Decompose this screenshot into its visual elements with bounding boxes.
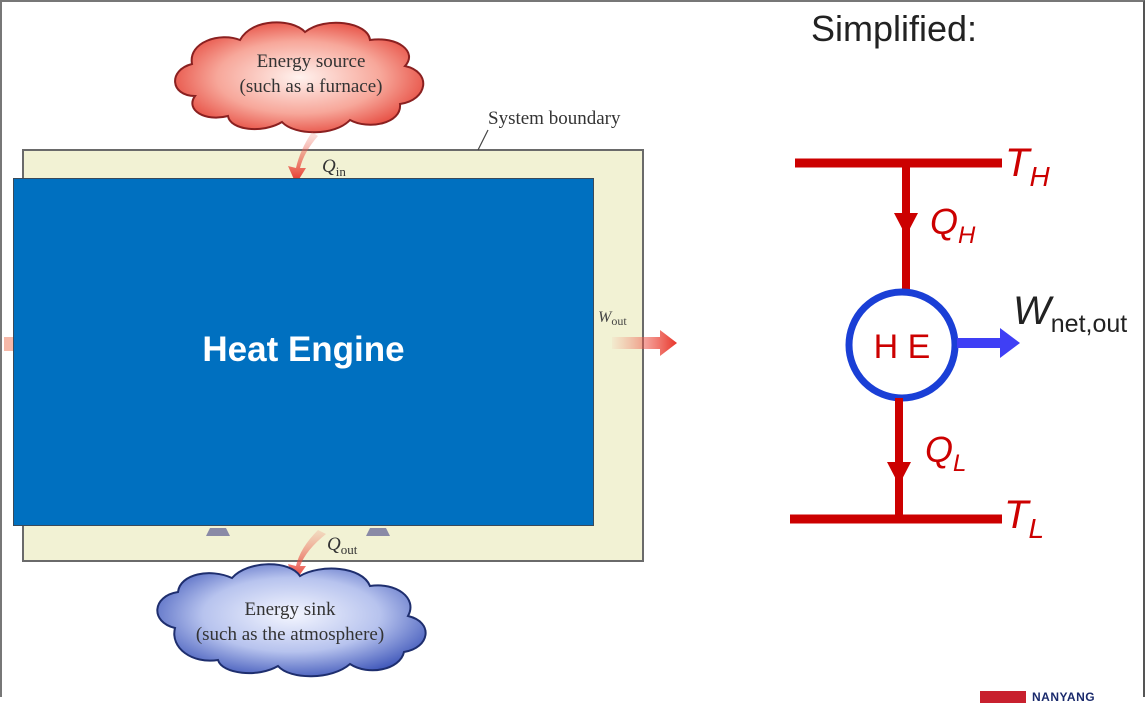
energy-source-label: Energy source <box>257 51 366 72</box>
energy-sink-sublabel: (such as the atmosphere) <box>196 624 384 645</box>
energy-source-sublabel: (such as a furnace) <box>240 76 383 97</box>
logo-crest-icon <box>980 691 1026 703</box>
engine-foot-right <box>366 528 390 536</box>
logo-text: NANYANG <box>1032 690 1096 704</box>
w-out-arrow <box>612 330 677 356</box>
left-arrow-tail <box>4 337 14 351</box>
system-boundary-leader-line <box>477 129 489 151</box>
engine-foot-left <box>206 528 230 536</box>
heat-engine-abbrev: H E <box>874 328 931 366</box>
q-low-label: QL <box>925 429 966 477</box>
q-high-label: QH <box>930 201 976 249</box>
heat-engine-label: Heat Engine <box>202 330 405 369</box>
energy-source-cloud <box>174 21 425 134</box>
university-logo: NANYANG <box>980 690 1095 704</box>
t-high-label: TH <box>1005 141 1050 192</box>
q-out-arrow <box>288 530 326 583</box>
energy-sink-label: Energy sink <box>245 599 336 620</box>
w-net-label: Wnet,out <box>1013 289 1127 338</box>
w-net-arrow <box>957 328 1020 358</box>
energy-sink-cloud <box>156 563 427 678</box>
q-in-label: Qin <box>322 156 346 179</box>
q-high-arrowhead <box>894 213 918 236</box>
q-out-label: Qout <box>327 534 358 557</box>
simplified-title: Simplified: <box>811 8 978 49</box>
q-low-arrowhead <box>887 462 911 485</box>
t-low-label: TL <box>1004 493 1044 544</box>
q-in-arrow <box>288 132 318 184</box>
w-out-label: Wout <box>598 309 627 328</box>
heat-engine-box: Heat Engine <box>13 178 594 526</box>
system-boundary-label: System boundary <box>488 108 621 129</box>
